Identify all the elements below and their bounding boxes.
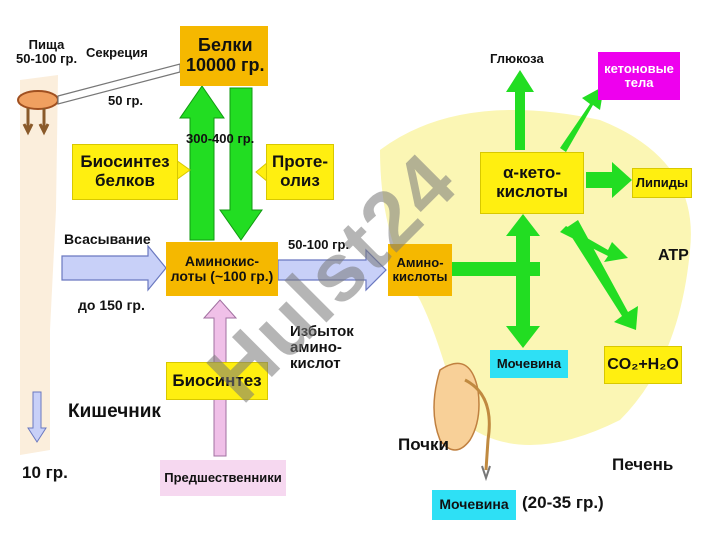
food-label: Пища 50-100 гр. — [16, 37, 78, 66]
biosynthesis-proteins-box: Биосинтез белков — [72, 144, 178, 200]
excess-label: Избыток амино- кислот — [290, 323, 354, 372]
mouth-icon — [17, 90, 59, 110]
absorption-amount: до 150 гр. — [78, 297, 145, 313]
food-down-arrow-icon-2 — [38, 108, 50, 136]
amino-acids-box: Аминокис- лоты (~100 гр.) — [166, 242, 278, 296]
urine-urea-box: Мочевина — [432, 490, 516, 520]
secretion-amount: 50 гр. — [108, 93, 144, 108]
urine-arrow-icon — [481, 465, 491, 482]
intestine-label: Кишечник — [68, 401, 161, 422]
atp-label: ATP — [658, 247, 689, 264]
proteins-box: Белки 10000 гр. — [180, 26, 268, 86]
liver-horizontal-line — [452, 262, 540, 276]
kidney-icon — [433, 362, 480, 451]
kidneys-label: Почки — [398, 435, 450, 454]
proteolysis-box: Проте- олиз — [266, 144, 334, 200]
arrow-to-keto — [506, 214, 540, 262]
absorption-arrow — [61, 244, 167, 292]
urine-urea-amount: (20-35 гр.) — [522, 493, 604, 512]
excretion-arrow — [27, 391, 47, 443]
arrow-to-ketone — [560, 86, 604, 152]
arrow-to-urea — [506, 276, 540, 348]
precursors-box: Предшественники — [160, 460, 286, 496]
lipids-box: Липиды — [632, 168, 692, 198]
excretion-amount: 10 гр. — [22, 463, 68, 482]
proteolysis-down-arrow — [219, 87, 263, 241]
biosynthesis-proteins-pointer — [175, 159, 191, 181]
ureter-icon — [464, 378, 491, 471]
liver-label: Печень — [612, 455, 674, 474]
transfer-arrow — [277, 248, 387, 292]
intestine-shape — [20, 75, 58, 455]
liver-amino-acids-box: Амино- кислоты — [388, 244, 452, 296]
turnover-label: 300-400 гр. — [186, 131, 255, 146]
ketone-bodies-box: кетоновые тела — [598, 52, 680, 100]
arrow-to-glucose — [506, 70, 534, 150]
absorption-label: Всасывание — [64, 231, 151, 247]
biosynthesis-up-arrow — [179, 85, 225, 241]
food-down-arrow-icon — [22, 108, 34, 136]
keto-acids-box: α-кето- кислоты — [480, 152, 584, 214]
secretion-label: Секреция — [86, 45, 148, 60]
liver-urea-box: Мочевина — [490, 350, 568, 378]
biosynthesis-box: Биосинтез — [166, 362, 268, 400]
glucose-label: Глюкоза — [490, 51, 544, 66]
co2-h2o-box: CO₂+H₂O — [604, 346, 682, 384]
arrow-to-lipids — [586, 162, 632, 198]
transfer-amount: 50-100 гр. — [288, 237, 350, 252]
arrow-to-co2 — [566, 220, 638, 330]
